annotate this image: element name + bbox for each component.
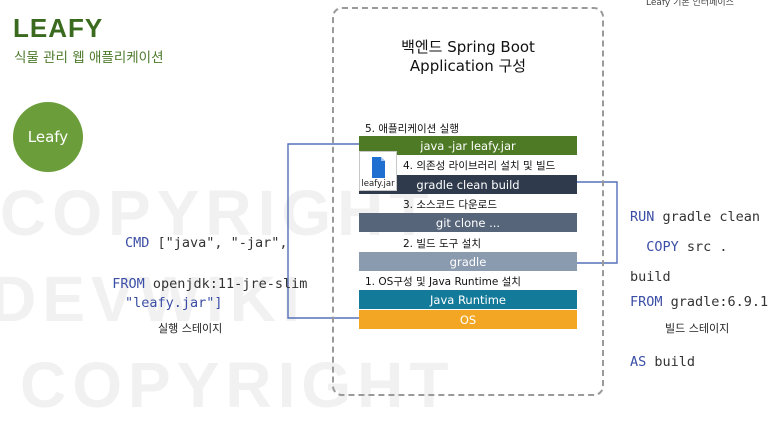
cmd-keyword: CMD — [125, 235, 150, 251]
brand-subtitle: 식물 관리 웹 애플리케이션 — [14, 50, 164, 66]
build-stage-from: FROM gradle:6.9.1 AS build — [630, 252, 768, 392]
step-2-label: 2. 빌드 도구 설치 — [403, 238, 481, 250]
build-stage-run: RUN gradle clean build — [630, 167, 760, 307]
as-keyword: AS — [630, 354, 647, 370]
cmd-args-line1: ["java", "-jar", — [149, 235, 288, 251]
step-3-label: 3. 소스코드 다운로드 — [403, 199, 497, 211]
from-keyword: FROM — [112, 276, 145, 292]
watermark-line-1: COPYRIGHT — [0, 177, 435, 249]
step-3-bar: git clone ... — [359, 213, 577, 232]
step-4-label: 4. 의존성 라이브러리 설치 및 빌드 — [403, 160, 556, 172]
build-from-keyword: FROM — [630, 294, 663, 310]
step-5-bar: java -jar leafy.jar — [359, 136, 577, 155]
run-stage-from: FROM openjdk:11-jre-slim — [96, 254, 307, 294]
step-2-bar: gradle — [359, 252, 577, 271]
container-title-line1: 백엔드 Spring Boot — [401, 38, 535, 56]
step-4-bar: gradle clean build — [359, 175, 577, 194]
jar-file-icon: leafy.jar — [359, 151, 397, 191]
as-alias: build — [646, 354, 696, 370]
step-1-label: 1. OS구성 및 Java Runtime 설치 — [365, 276, 521, 288]
run-stage-connector — [287, 143, 359, 319]
step-1-os-bar: OS — [359, 310, 577, 329]
cmd-args-line2: "leafy.jar"] — [125, 295, 223, 311]
step-5-label: 5. 애플리케이션 실행 — [365, 123, 459, 135]
build-stage-connector — [577, 181, 618, 264]
step-1-java-runtime-bar: Java Runtime — [359, 290, 577, 309]
run-stage-label: 실행 스테이지 — [158, 322, 223, 335]
from-image: openjdk:11-jre-slim — [144, 276, 308, 292]
leafy-circle-label: Leafy — [27, 128, 69, 146]
jar-file-label: leafy.jar — [361, 179, 395, 189]
spring-boot-container — [332, 7, 604, 396]
build-stage-copy: COPY src . — [630, 217, 728, 257]
run-command-line2: build — [630, 269, 671, 285]
connector-lines — [287, 143, 618, 319]
run-command-line1: gradle clean — [654, 209, 761, 225]
watermark-line-2: DEVWIKI — [0, 263, 306, 335]
build-stage-label: 빌드 스테이지 — [665, 322, 730, 335]
build-from-image: gradle:6.9.1 — [662, 294, 769, 310]
leafy-circle-badge: Leafy — [13, 102, 83, 172]
container-title-line2: Application 구성 — [409, 57, 527, 75]
run-keyword: RUN — [630, 209, 655, 225]
file-icon — [372, 157, 385, 178]
brand-logo: LEAFY — [13, 13, 104, 43]
run-stage-cmd: CMD ["java", "-jar", "leafy.jar"] — [125, 193, 288, 333]
copy-keyword: COPY — [646, 239, 679, 255]
top-right-caption: Leafy 기본 인터페이스 — [646, 0, 734, 8]
container-title: 백엔드 Spring Boot Application 구성 — [332, 38, 604, 76]
copy-args: src . — [678, 239, 728, 255]
